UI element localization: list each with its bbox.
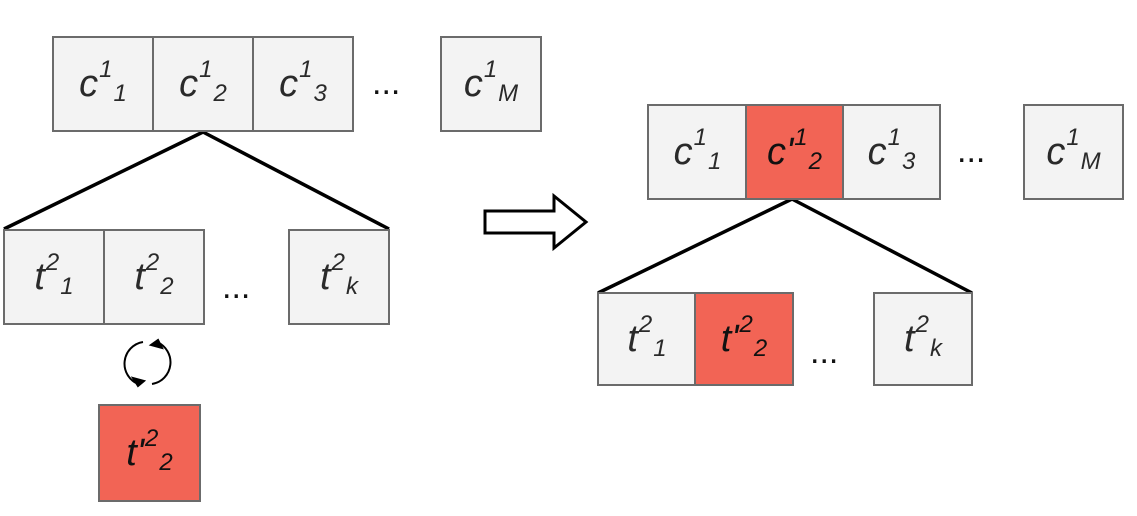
right-bottom-box-k-sup: 2: [915, 311, 929, 338]
left-bottom-box-2-sub: 2: [160, 273, 174, 300]
left-tree-line-left: [3, 130, 204, 231]
left-top-box-1-sub: 1: [113, 80, 127, 107]
left-bottom-box-1-sup: 2: [45, 249, 60, 276]
right-top-box-1-sub: 1: [708, 148, 722, 175]
left-replacement-box-sup: 2: [145, 425, 159, 452]
right-arrow-icon: [483, 192, 589, 252]
left-replacement-box-base: t': [126, 432, 145, 474]
left-top-box-3-sub: 3: [313, 80, 327, 107]
left-tree-line-right: [202, 130, 390, 231]
left-bottom-box-1-base: t: [34, 256, 45, 298]
right-bottom-box-1-sub: 1: [653, 335, 667, 362]
right-bottom-box-1-base: t: [627, 318, 638, 360]
right-top-box-1-base: c: [673, 131, 693, 173]
right-bottom-box-2-sub: 2: [753, 335, 768, 362]
right-bottom-box-k-sub: k: [929, 335, 942, 362]
left-bottom-box-k-sub: k: [345, 273, 358, 300]
right-top-box-2-sub: 2: [808, 148, 822, 175]
left-top-box-2-sub: 2: [213, 80, 227, 107]
left-bottom-box-2-base: t: [134, 256, 145, 298]
right-tree-line-left: [597, 197, 793, 295]
left-top-box-m-sub: M: [498, 80, 519, 107]
left-top-box-m-sup: 1: [483, 56, 498, 83]
right-top-box-m-sub: M: [1080, 148, 1101, 175]
left-bottom-ellipsis: ...: [222, 268, 251, 306]
left-top-ellipsis: ...: [372, 64, 401, 102]
right-top-box-3-sup: 1: [887, 124, 901, 151]
right-bottom-ellipsis: ...: [810, 333, 839, 371]
right-top-ellipsis: ...: [957, 132, 986, 170]
left-bottom-box-k-sup: 2: [331, 249, 345, 276]
right-bottom-box-1-sup: 2: [638, 311, 653, 338]
swap-cycle-icon: [123, 338, 172, 388]
left-replacement-box-sub: 2: [159, 449, 173, 476]
left-top-box-2-base: c: [179, 63, 199, 105]
right-top-box-m-base: c: [1046, 131, 1066, 173]
right-top-box-m-sup: 1: [1066, 124, 1080, 151]
left-bottom-box-2-sup: 2: [145, 249, 160, 276]
left-top-box-m-base: c: [463, 63, 483, 105]
left-top-box-3-base: c: [279, 63, 299, 105]
right-bottom-box-2-base: t': [720, 318, 739, 360]
left-bottom-box-1-sub: 1: [60, 273, 74, 300]
right-bottom-box-k-base: t: [904, 318, 915, 360]
right-top-box-2-sup: 1: [794, 124, 808, 151]
right-bottom-box-2-sup: 2: [739, 311, 753, 338]
left-bottom-box-k-base: t: [320, 256, 331, 298]
left-top-box-1-sup: 1: [99, 56, 113, 83]
left-top-box-3-sup: 1: [299, 56, 313, 83]
left-top-box-2-sup: 1: [199, 56, 213, 83]
right-top-box-3-sub: 3: [902, 148, 916, 175]
right-top-box-2-base: c': [767, 131, 794, 173]
right-top-box-3-base: c: [867, 131, 887, 173]
right-tree-line-right: [791, 197, 973, 295]
right-top-box-1-sup: 1: [693, 124, 707, 151]
left-top-box-1-base: c: [79, 63, 99, 105]
